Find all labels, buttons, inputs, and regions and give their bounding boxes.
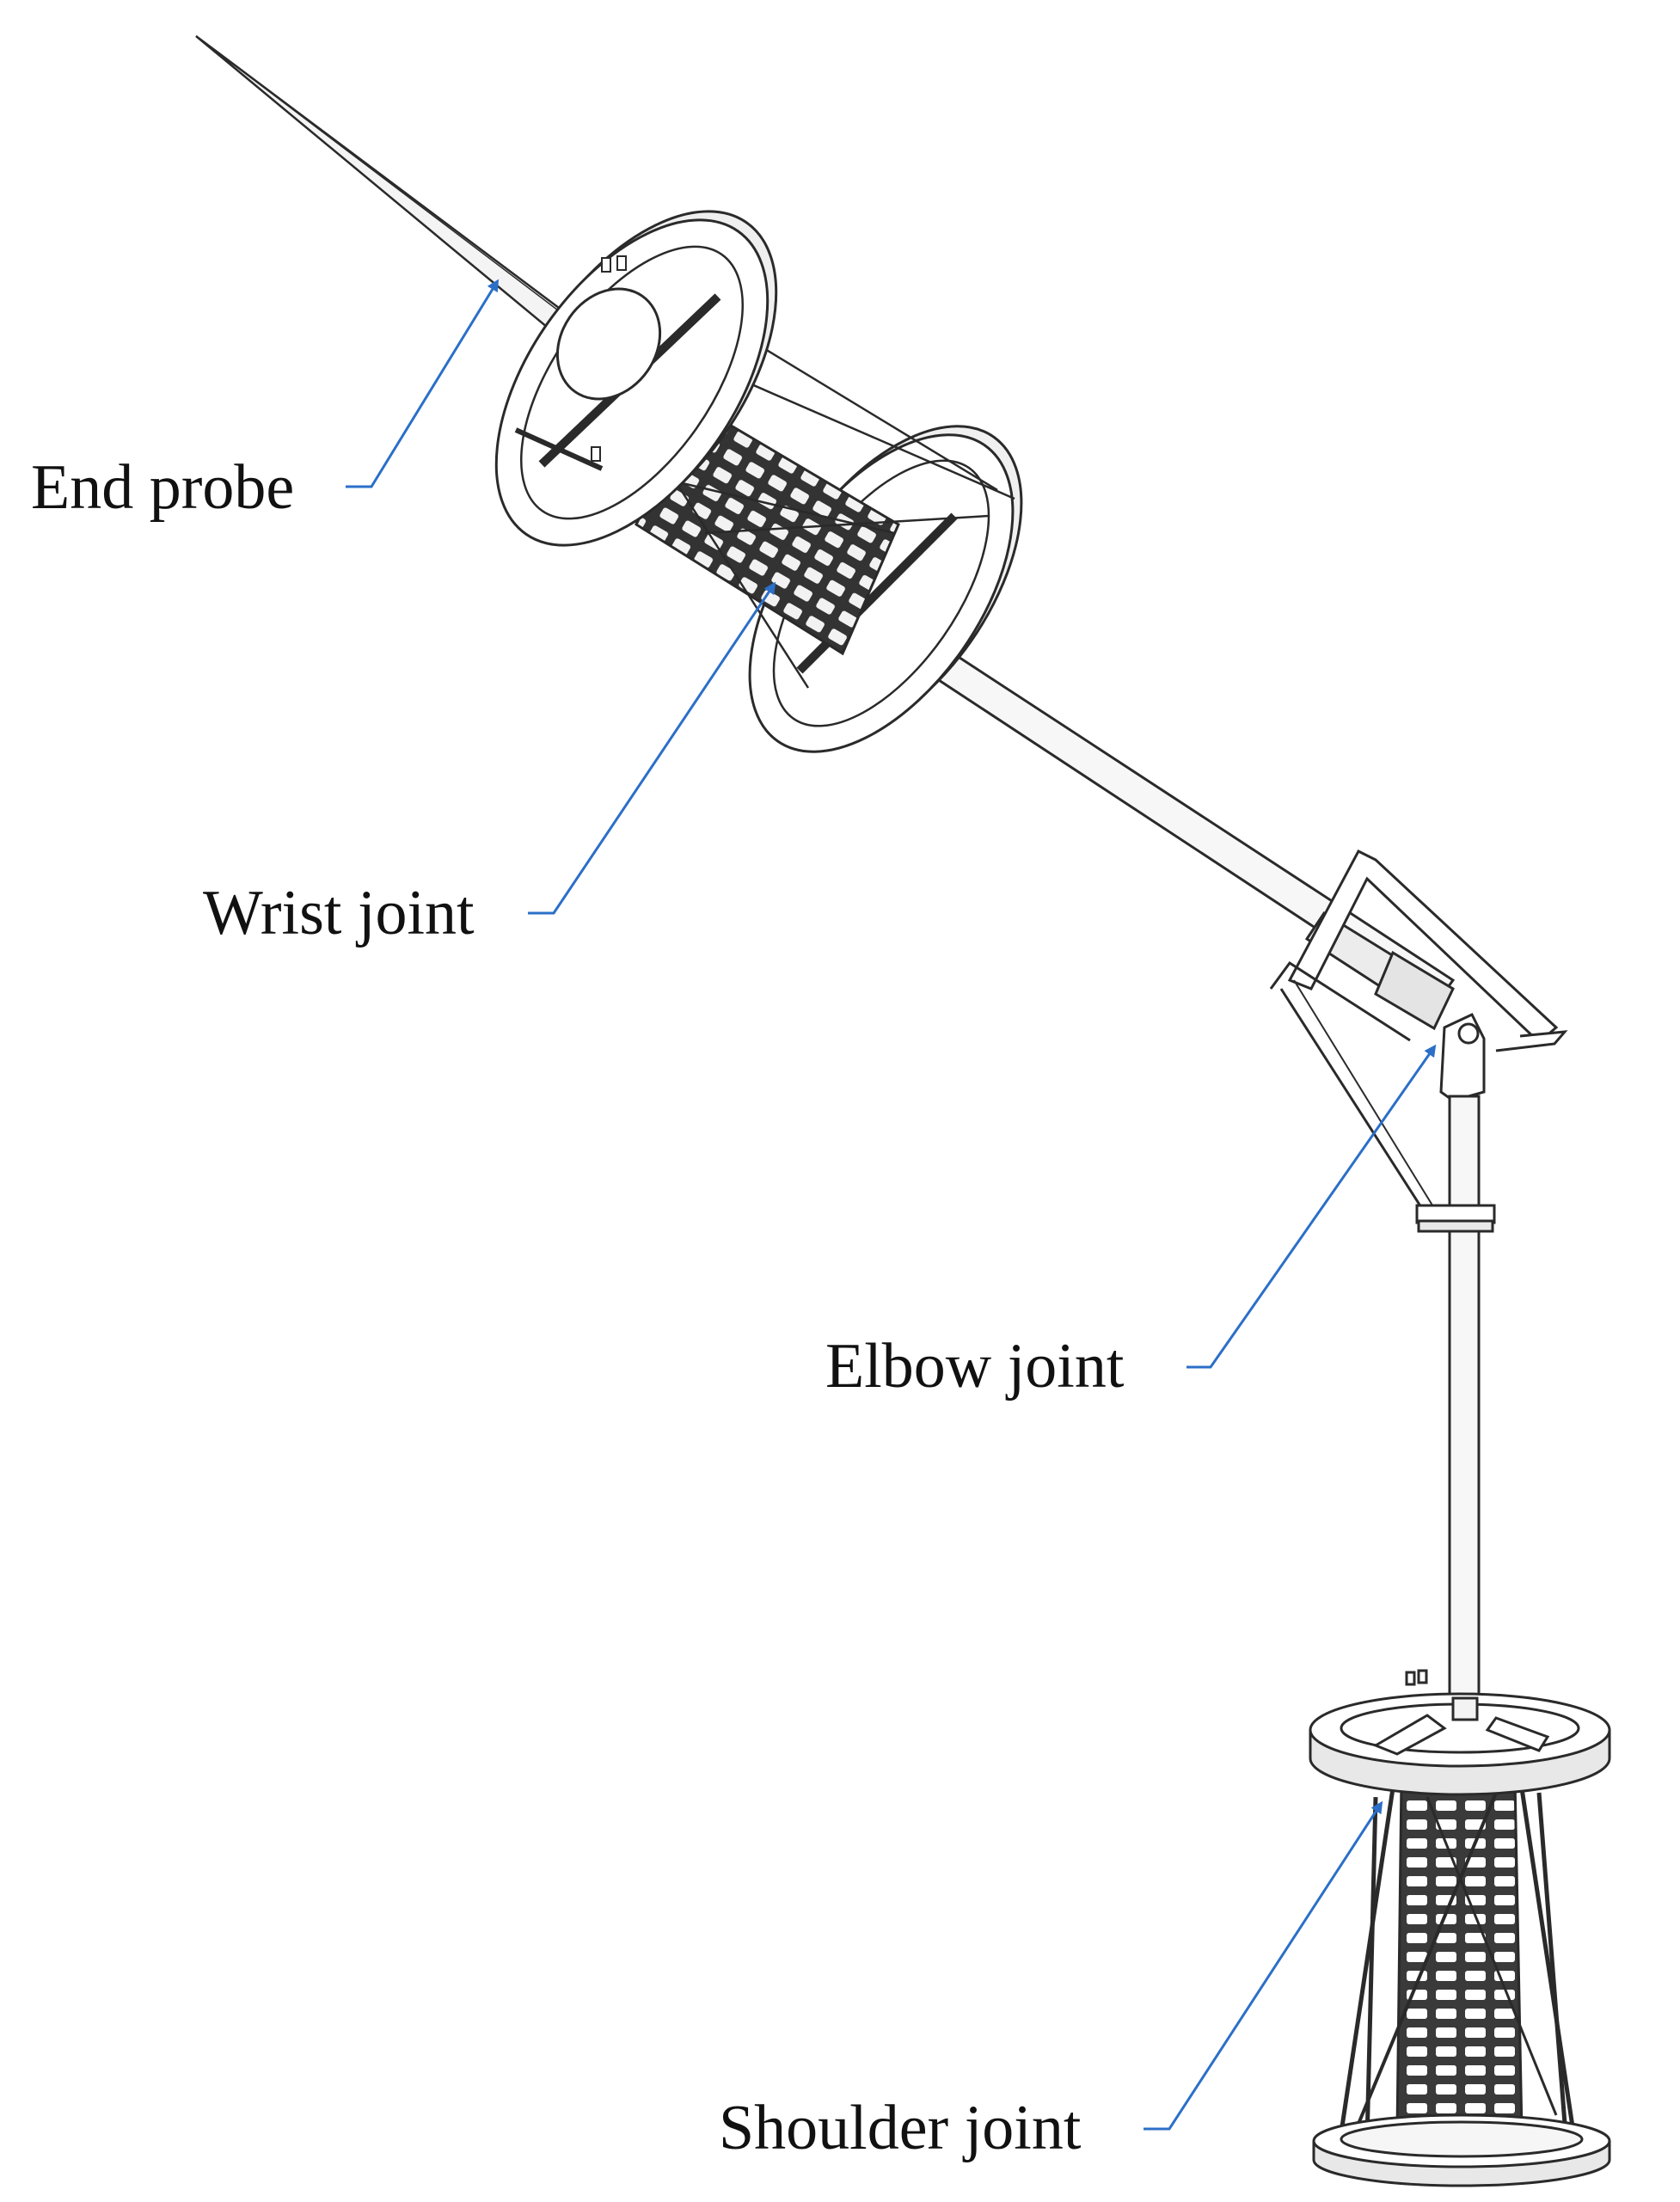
shoulder-base-ring <box>1312 2113 1611 2187</box>
leader-wrist-joint <box>528 581 776 915</box>
leader-lines <box>346 279 1437 2131</box>
end-probe-label: End probe <box>31 452 295 523</box>
upper-arm-rod <box>1415 1095 1496 1721</box>
end-probe <box>195 34 595 354</box>
leader-shoulder-joint <box>1144 1800 1383 2131</box>
shoulder-joint-label: Shoulder joint <box>719 2093 1082 2163</box>
forearm-rod <box>909 634 1456 1031</box>
shoulder-top-ring <box>1309 1669 1611 1796</box>
shoulder-struts <box>1339 1788 1576 2142</box>
wrist-rear-ring <box>748 425 1023 753</box>
shoulder-joint <box>1309 1669 1611 2187</box>
wrist-front-ring <box>494 210 778 547</box>
elbow-joint-label: Elbow joint <box>825 1331 1125 1402</box>
leader-elbow-joint <box>1186 1044 1437 1369</box>
wrist-joint-label: Wrist joint <box>203 878 475 948</box>
elbow-joint <box>1269 850 1568 1218</box>
wrist-joint <box>494 210 1023 753</box>
leader-end-probe <box>346 279 500 488</box>
